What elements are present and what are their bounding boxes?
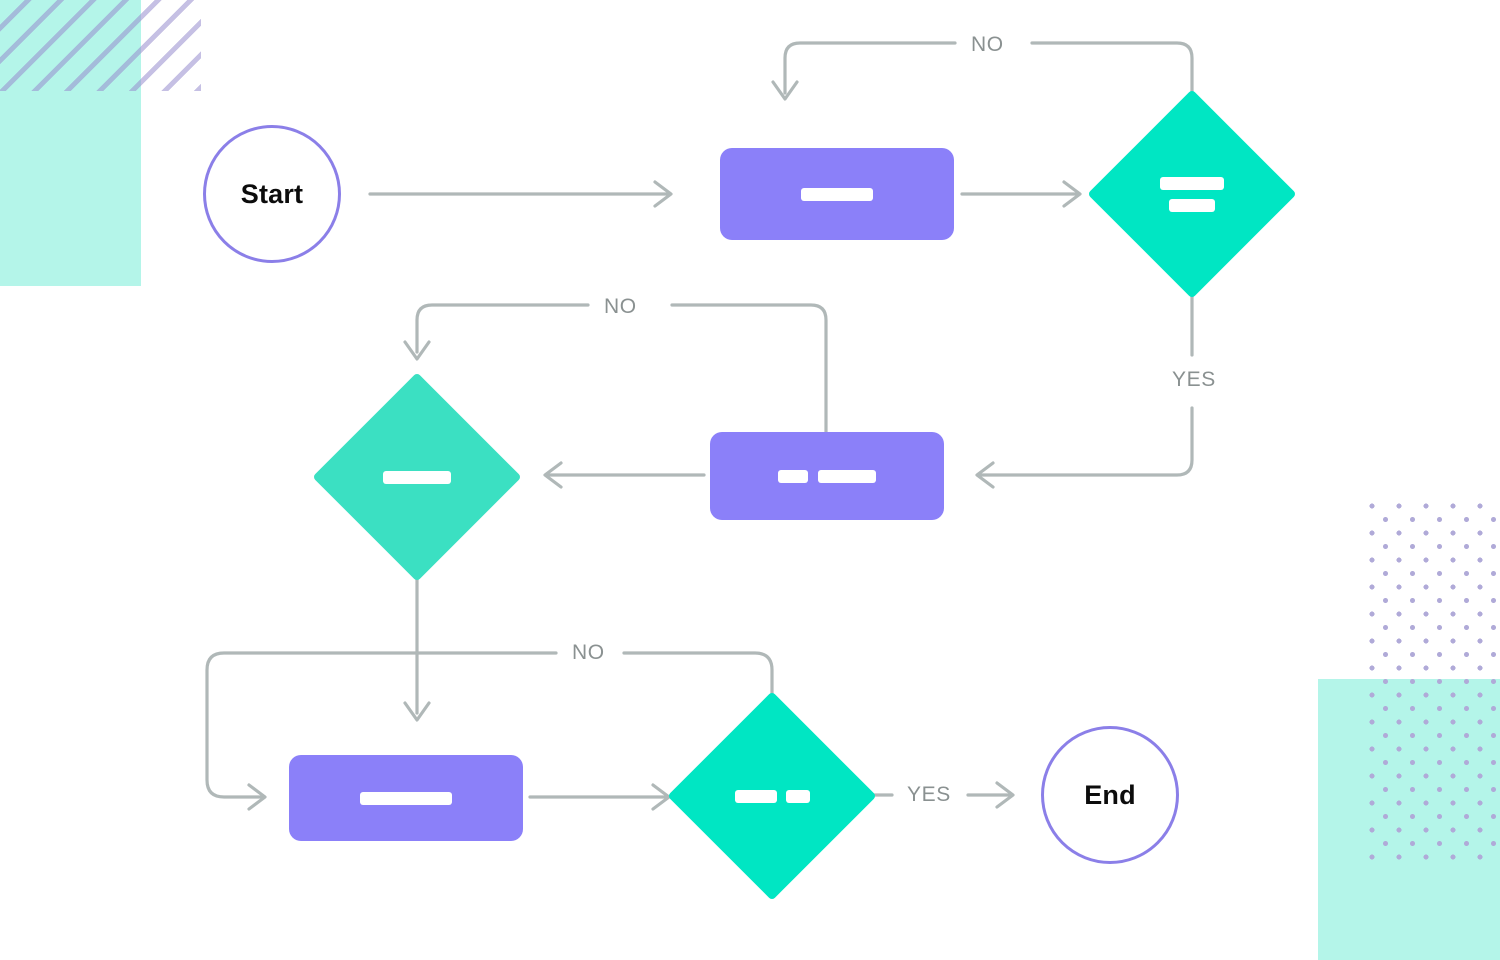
edge-process1-to-decision1 xyxy=(960,180,1082,208)
node-end-label: End xyxy=(1084,779,1136,810)
edge-decision1-yes-to-process2 xyxy=(975,270,1194,489)
node-decision-3[interactable] xyxy=(667,691,877,901)
edge-label-no-bottom: NO xyxy=(563,641,614,665)
edge-process2-to-decision2 xyxy=(543,461,706,489)
process-2-text-bar-1 xyxy=(778,469,808,483)
edge-start-to-process1 xyxy=(368,180,673,208)
decision-1-bar-top xyxy=(1160,176,1224,190)
process-2-text-bar-2 xyxy=(818,469,876,483)
process-1-text-bar xyxy=(801,187,873,201)
decision-3-bar-2 xyxy=(785,789,810,803)
edge-label-no-middle: NO xyxy=(595,295,646,319)
edge-label-no-top: NO xyxy=(962,33,1013,57)
edge-process3-to-decision3 xyxy=(528,783,671,811)
process-3-text-bar xyxy=(360,791,452,805)
decision-1-bar-bottom xyxy=(1169,198,1215,212)
decision-2-bars xyxy=(383,470,451,484)
node-decision-1[interactable] xyxy=(1087,89,1297,299)
edge-label-yes-right: YES xyxy=(1163,368,1225,392)
node-process-2[interactable] xyxy=(710,432,944,520)
decision-2-bar xyxy=(383,470,451,484)
edge-decision1-no-loop xyxy=(771,41,1194,120)
node-decision-2[interactable] xyxy=(312,372,522,582)
node-process-3[interactable] xyxy=(289,755,523,841)
decision-1-bars xyxy=(1160,176,1224,212)
edge-decision2-no-loop xyxy=(403,303,828,434)
decision-3-bars xyxy=(734,789,810,803)
edge-decision2-to-process3 xyxy=(403,560,431,722)
edge-label-yes-bottom: YES xyxy=(898,783,960,807)
node-start-label: Start xyxy=(240,178,304,209)
edge-decision3-no-loop xyxy=(205,651,774,811)
decision-3-bar-1 xyxy=(734,789,777,803)
node-process-1[interactable] xyxy=(720,148,954,240)
node-start[interactable]: Start xyxy=(203,125,341,263)
node-end[interactable]: End xyxy=(1041,726,1179,864)
